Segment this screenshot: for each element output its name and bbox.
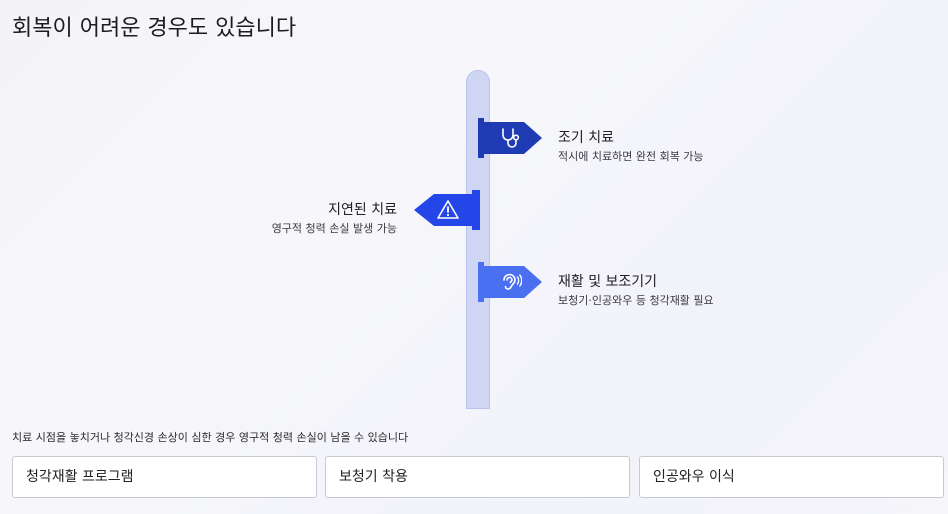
sign-delayed-heading: 지연된 치료 [328,202,397,218]
sign-rehab-heading: 재활 및 보조기기 [558,274,658,290]
ear-icon [503,273,522,290]
page-title: 회복이 어려운 경우도 있습니다 [12,16,297,41]
sign-delayed-desc: 영구적 청력 손실 발생 가능 [271,222,397,235]
sign-early-treatment [478,118,544,158]
info-note: 치료 시점을 놓치거나 청각신경 손상이 심한 경우 영구적 청력 손실이 남을… [12,431,409,444]
sign-board-arrow-left [414,190,480,230]
sign-board-arrow-right [478,118,542,158]
sign-rehabilitation [478,262,544,302]
sign-rehab-desc: 보청기·인공와우 등 청각재활 필요 [558,294,714,307]
sign-early-heading: 조기 치료 [558,130,614,146]
option-cochlear-implant[interactable]: 인공와우 이식 [639,456,944,498]
sign-delayed-treatment [412,190,480,230]
option-auditory-rehab[interactable]: 청각재활 프로그램 [12,456,317,498]
stethoscope-icon [502,128,520,148]
option-hearing-aid[interactable]: 보청기 착용 [325,456,630,498]
warning-icon [437,200,459,219]
sign-early-desc: 적시에 치료하면 완전 회복 가능 [558,150,704,163]
